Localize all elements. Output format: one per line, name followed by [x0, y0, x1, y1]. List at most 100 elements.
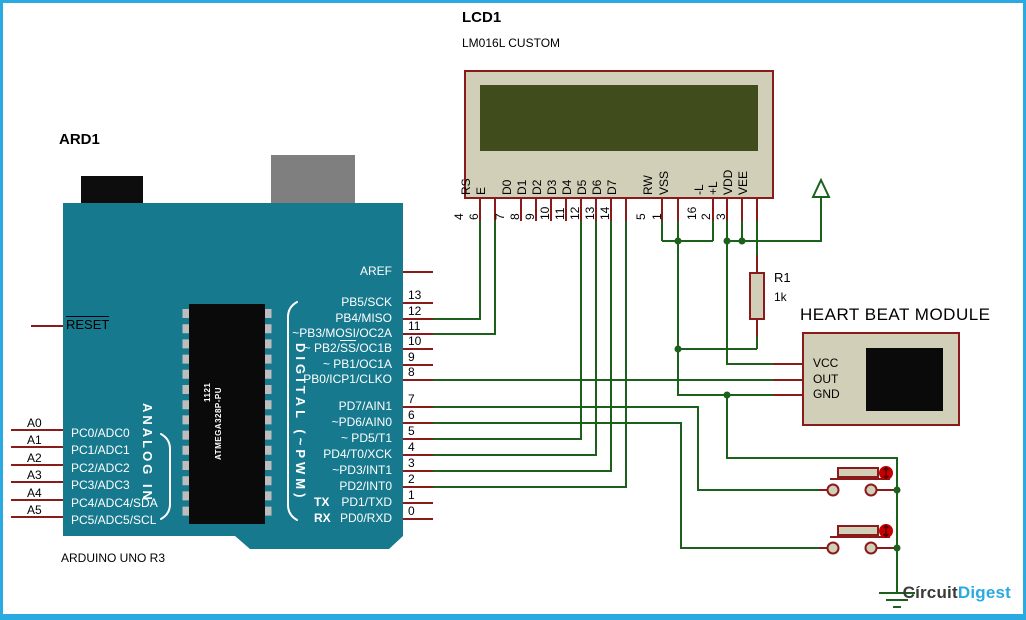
pin-num-0: 0: [408, 504, 415, 518]
atmega-chip[interactable]: [189, 304, 265, 524]
wires: [433, 197, 915, 608]
pin-ext-a3: A3: [27, 468, 42, 482]
junction-dots: [674, 237, 901, 552]
push-button-1[interactable]: [826, 466, 894, 497]
pin-label-pd0: PD0/RXD: [339, 511, 392, 525]
arduino-ref: ARD1: [59, 131, 100, 148]
button-2-actuator-icon[interactable]: [879, 524, 893, 538]
pin-num-7: 7: [408, 392, 415, 406]
pin-label-pb4: PB4/MISO: [335, 311, 392, 325]
pin-num-12: 12: [408, 304, 422, 318]
aref-pin-label: AREF: [359, 264, 392, 278]
pin-label-pd3: ~PD3/INT1: [332, 463, 392, 477]
pin-num-6: 6: [408, 408, 415, 422]
lcd-pin-num-d0: 7: [493, 213, 507, 220]
lcd-pin-label-d7: D7: [605, 179, 619, 195]
pin-num-1: 1: [408, 488, 415, 502]
lcd-pin-label-vee: VEE: [736, 170, 750, 195]
analog-group-label: ANALOG IN: [140, 403, 155, 503]
lcd-pin-num-d3: 10: [538, 206, 552, 220]
circuitdigest-logo: CírcuitDigest: [902, 583, 1011, 602]
resistor-value: 1k: [774, 290, 787, 304]
analog-bracket: [160, 433, 171, 520]
lcd-pin-num-e: 6: [467, 213, 481, 220]
lcd-pin-label-d0: D0: [500, 179, 514, 195]
pin-ext-a5: A5: [27, 503, 42, 517]
pin-ext-a4: A4: [27, 486, 42, 500]
pin-label-pc1: PC1/ADC1: [71, 443, 130, 457]
pin-num-3: 3: [408, 456, 415, 470]
lcd-part: LM016L CUSTOM: [462, 36, 561, 50]
lcd-pin-num-vss: 1: [650, 213, 664, 220]
pin-num-5: 5: [408, 424, 415, 438]
lcd-pin-num-vdd: 3: [714, 213, 728, 220]
lcd-pin-label-vdd: VDD: [721, 169, 735, 195]
lcd-pin-label-d4: D4: [560, 179, 574, 195]
lcd-pin-num-d7: 14: [598, 206, 612, 220]
lcd-pin-num-ml: 16: [685, 206, 699, 220]
lcd-pin-label-e: E: [474, 186, 488, 195]
pin-num-10: 10: [408, 334, 422, 348]
pin-label-pc0: PC0/ADC0: [71, 426, 130, 440]
pin-label-pc3: PC3/ADC3: [71, 478, 130, 492]
lcd-pin-num-d2: 9: [523, 213, 537, 220]
arduino-board-name: ARDUINO UNO R3: [61, 551, 166, 565]
pin-num-2: 2: [408, 472, 415, 486]
red-pin-stubs: [11, 198, 894, 549]
pin-label-pb5: PB5/SCK: [341, 295, 392, 309]
pin-label-pb3: ~PB3/MOSI/OC2A: [292, 326, 392, 340]
digital-bracket: [287, 301, 298, 521]
lcd-pin-num-d1: 8: [508, 213, 522, 220]
lcd-pin-num-d5: 12: [568, 206, 582, 220]
button-1-actuator-icon[interactable]: [879, 466, 893, 480]
pin-num-9: 9: [408, 350, 415, 364]
power-arrow: [811, 177, 831, 198]
pin-label-pd5: ~ PD5/T1: [340, 431, 392, 445]
lcd-pin-num-d6: 13: [583, 206, 597, 220]
lcd-ref: LCD1: [462, 9, 502, 26]
tx-label: TX: [314, 495, 330, 509]
lcd-pin-num-d4: 11: [553, 207, 567, 220]
lcd-pin-label-d5: D5: [575, 179, 589, 195]
pin-label-pd7: PD7/AIN1: [338, 399, 392, 413]
lcd-pin-label-rw: RW: [641, 175, 655, 195]
lcd-pin-label-rs: RS: [459, 178, 473, 195]
pin-ext-a0: A0: [27, 416, 42, 430]
digital-group-label: DIGITAL (~PWM): [293, 343, 308, 502]
pin-label-pc5: PC5/ADC5/SCL: [71, 513, 157, 527]
heartbeat-pin-vcc: VCC: [813, 356, 839, 370]
pin-num-4: 4: [408, 440, 415, 454]
pin-label-pb1: ~ PB1/OC1A: [322, 357, 392, 371]
pin-num-11: 11: [408, 319, 421, 333]
lcd-pin-label-ml: -L: [692, 184, 706, 195]
lcd-pin-label-vss: VSS: [657, 170, 671, 195]
pin-label-pd6: ~PD6/AIN0: [331, 415, 392, 429]
pin-num-8: 8: [408, 365, 415, 379]
push-button-2[interactable]: [826, 524, 894, 555]
lcd-pin-label-d1: D1: [515, 179, 529, 195]
pin-label-pc2: PC2/ADC2: [71, 461, 130, 475]
pin-label-pb0: PB0/ICP1/CLKO: [303, 372, 392, 386]
chip-label: ATMEGA328P-PU: [214, 386, 223, 460]
heartbeat-title: HEART BEAT MODULE: [800, 305, 991, 324]
pin-num-13: 13: [408, 288, 422, 302]
reset-pin-label: RESET: [66, 316, 110, 332]
pin-label-pd2: PD2/INT0: [339, 479, 392, 493]
lcd-pin-num-pl: 2: [699, 213, 713, 220]
lcd-pin-label-d3: D3: [545, 179, 559, 195]
lcd-pin-num-rw: 5: [634, 213, 648, 220]
heartbeat-pin-out: OUT: [813, 372, 839, 386]
resistor-body[interactable]: [749, 272, 765, 320]
pin-ext-a2: A2: [27, 451, 42, 465]
chip-code: 1121: [203, 382, 212, 402]
pin-label-pd4: PD4/T0/XCK: [323, 447, 392, 461]
lcd-pin-label-pl: +L: [706, 181, 720, 195]
pin-label-pb2: ~ PB2/SS/OC1B: [303, 340, 392, 355]
lcd-pin-num-rs: 4: [452, 213, 466, 220]
resistor-ref: R1: [774, 270, 791, 285]
lcd-pin-label-d2: D2: [530, 179, 544, 195]
heartbeat-pin-gnd: GND: [813, 387, 840, 401]
pin-ext-a1: A1: [27, 433, 42, 447]
lcd-screen: [480, 85, 758, 151]
